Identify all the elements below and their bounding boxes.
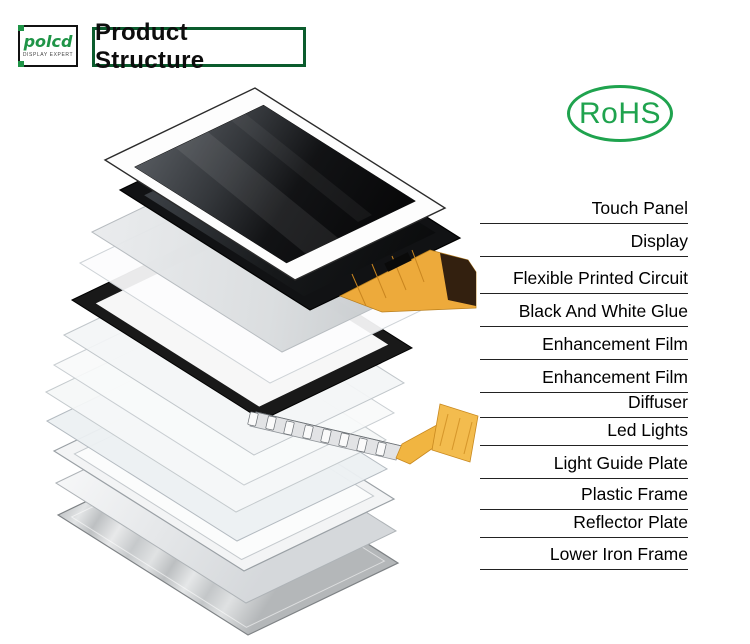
led-chips <box>247 411 387 457</box>
touch-panel-layer <box>103 87 447 281</box>
label-touch-panel: Touch Panel <box>480 198 688 224</box>
label-reflector-plate: Reflector Plate <box>480 512 688 538</box>
label-lower-iron-frame: Lower Iron Frame <box>480 544 688 570</box>
label-black-and-white-glue: Black And White Glue <box>480 301 688 327</box>
logo-tagline: DISPLAY EXPERT <box>22 52 74 58</box>
label-flexible-printed-circuit: Flexible Printed Circuit <box>480 268 688 294</box>
driver-ic-chip <box>384 252 412 272</box>
logo-square-icon <box>18 25 24 31</box>
label-diffuser: Diffuser <box>480 392 688 418</box>
logo-text: polcd <box>23 32 73 51</box>
label-enhancement-film-1: Enhancement Film <box>480 334 688 360</box>
label-enhancement-film-2: Enhancement Film <box>480 367 688 393</box>
led-lights-strip <box>247 403 479 465</box>
rohs-badge: RoHS <box>567 85 673 142</box>
backlight-fpc-pad <box>431 403 479 463</box>
fpc-connector <box>440 253 476 306</box>
label-display: Display <box>480 231 688 257</box>
label-light-guide-plate: Light Guide Plate <box>480 453 688 479</box>
label-plastic-frame: Plastic Frame <box>480 484 688 510</box>
logo: polcd DISPLAY EXPERT <box>18 25 78 67</box>
logo-square-icon <box>18 61 24 67</box>
label-led-lights: Led Lights <box>480 420 688 446</box>
